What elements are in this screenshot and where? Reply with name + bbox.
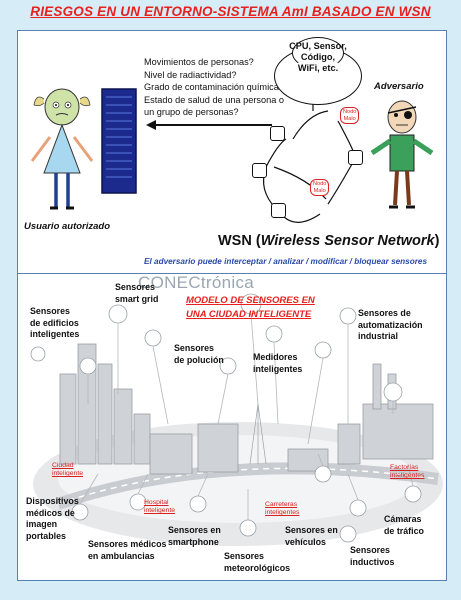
label-vehicle-sensors: Sensores en vehículos — [285, 525, 338, 548]
label-line: imagen — [26, 519, 58, 529]
label-line: automatización — [358, 319, 423, 330]
label-line: inductivos — [350, 556, 395, 567]
data-flow-arrow — [146, 120, 272, 130]
tag-line: inteligentes — [265, 509, 300, 516]
wsn-heading: WSN (Wireless Sensor Network) — [218, 233, 439, 249]
smart-city-panel: CONECtrónica MODELO DE SENSORES EN UNA C… — [17, 273, 447, 581]
malicious-node-label: Malo — [343, 115, 356, 122]
label-line: inteligentes — [30, 329, 80, 339]
label-portable-imaging-devices: Dispositivos médicos de imagen portables — [26, 496, 79, 542]
tag-smart-roads: Carreteras inteligentes — [265, 501, 299, 517]
label-industrial-automation-sensors: Sensores de automatización industrial — [358, 308, 423, 343]
label-pollution-sensors: Sensores de polución — [174, 343, 224, 366]
label-line: smartphone — [168, 536, 219, 547]
label-line: Sensores — [350, 545, 390, 555]
tag-line: Hospital — [144, 499, 169, 506]
tag-line: Factorías — [390, 464, 419, 471]
label-line: Dispositivos — [26, 496, 79, 506]
label-smart-grid-sensors: Sensores smart grid — [115, 282, 158, 305]
smart-city-illustration — [30, 293, 443, 546]
malicious-node-label: Nodo — [343, 109, 357, 115]
authorized-user-figure — [30, 88, 94, 210]
brand-watermark: CONECtrónica — [138, 273, 255, 292]
question-5: un grupo de personas? — [144, 107, 239, 117]
sensor-node — [270, 126, 285, 141]
tag-smart-city: Ciudad inteligente — [52, 462, 83, 478]
label-traffic-cameras: Cámaras de tráfico — [384, 514, 424, 537]
tag-line: Carreteras — [265, 501, 298, 508]
label-line: Sensores médicos — [88, 539, 167, 549]
label-building-sensors: Sensores de edificios inteligentes — [30, 306, 79, 341]
adversary-figure — [370, 100, 434, 209]
label-line: industrial — [358, 331, 398, 341]
cloud-line-2: Código, — [300, 52, 336, 62]
malicious-node: Nodo Malo — [310, 179, 330, 196]
tag-line: inteligente — [52, 470, 83, 477]
page-title: RIESGOS EN UN ENTORNO-SISTEMA AmI BASADO… — [30, 4, 431, 19]
label-line: Sensores — [30, 306, 70, 316]
wsn-suffix: ) — [434, 233, 440, 249]
label-line: Sensores en — [285, 525, 338, 535]
label-line: smart grid — [115, 293, 159, 304]
authorized-user-label: Usuario autorizado — [24, 221, 111, 232]
label-line: de polución — [174, 354, 224, 365]
tag-smart-hospital: Hospital inteligente — [144, 499, 175, 515]
label-line: de edificios — [30, 317, 79, 328]
server-icon — [101, 88, 137, 194]
malicious-node-label: Malo — [313, 187, 326, 194]
label-ambulance-sensors: Sensores médicos en ambulancias — [88, 539, 166, 562]
label-line: en ambulancias — [88, 550, 155, 561]
adversary-label: Adversario — [374, 81, 424, 92]
label-line: Sensores — [174, 343, 214, 353]
smart-city-title-line2: UNA CIUDAD INTELIGENTE — [186, 309, 312, 320]
label-line: Sensores de — [358, 308, 411, 318]
label-line: meteorológicos — [224, 562, 291, 573]
label-line: Sensores — [115, 282, 155, 292]
cloud-line-1: CPU, Sensor, — [289, 41, 347, 51]
smart-city-title: MODELO DE SENSORES EN UNA CIUDAD INTELIG… — [186, 294, 315, 322]
smart-city-title-line1: MODELO DE SENSORES EN — [186, 295, 315, 306]
tag-smart-factories: Factorías inteligentes — [390, 464, 424, 480]
label-line: Cámaras — [384, 514, 422, 524]
label-smart-meters: Medidores inteligentes — [253, 352, 302, 375]
sensor-node — [252, 163, 267, 178]
label-line: Sensores en — [168, 525, 221, 535]
cloud-line-3: WiFi, etc. — [297, 63, 339, 73]
label-line: médicos de — [26, 507, 75, 518]
wsn-full-name: Wireless Sensor Network — [260, 233, 435, 249]
label-line: inteligentes — [253, 363, 303, 374]
malicious-node-label: Nodo — [313, 181, 327, 187]
label-inductive-sensors: Sensores inductivos — [350, 545, 394, 568]
question-1: Movimientos de personas? — [144, 57, 254, 67]
label-smartphone-sensors: Sensores en smartphone — [168, 525, 221, 548]
node-components-cloud: CPU, Sensor, Código, WiFi, etc. — [274, 37, 362, 107]
sensor-node — [348, 150, 363, 165]
adversary-caption: El adversario puede interceptar / analiz… — [144, 257, 428, 266]
malicious-node: Nodo Malo — [340, 107, 360, 124]
tag-line: inteligente — [144, 507, 175, 514]
label-line: Sensores — [224, 551, 264, 561]
question-4: Estado de salud de una persona o — [144, 94, 284, 105]
label-line: portables — [26, 530, 66, 541]
label-weather-sensors: Sensores meteorológicos — [224, 551, 290, 574]
tag-line: Ciudad — [52, 462, 74, 469]
question-2: Nivel de radiactividad? — [144, 69, 237, 80]
label-line: de tráfico — [384, 525, 424, 536]
wsn-prefix: WSN ( — [218, 233, 261, 249]
question-3: Grado de contaminación química? — [144, 82, 284, 92]
wsn-risk-panel: Usuario autorizado Movimientos de person… — [17, 30, 447, 274]
tag-line: inteligentes — [390, 472, 425, 479]
label-line: Medidores — [253, 352, 298, 362]
sensor-node — [271, 203, 286, 218]
label-line: vehículos — [285, 536, 326, 547]
